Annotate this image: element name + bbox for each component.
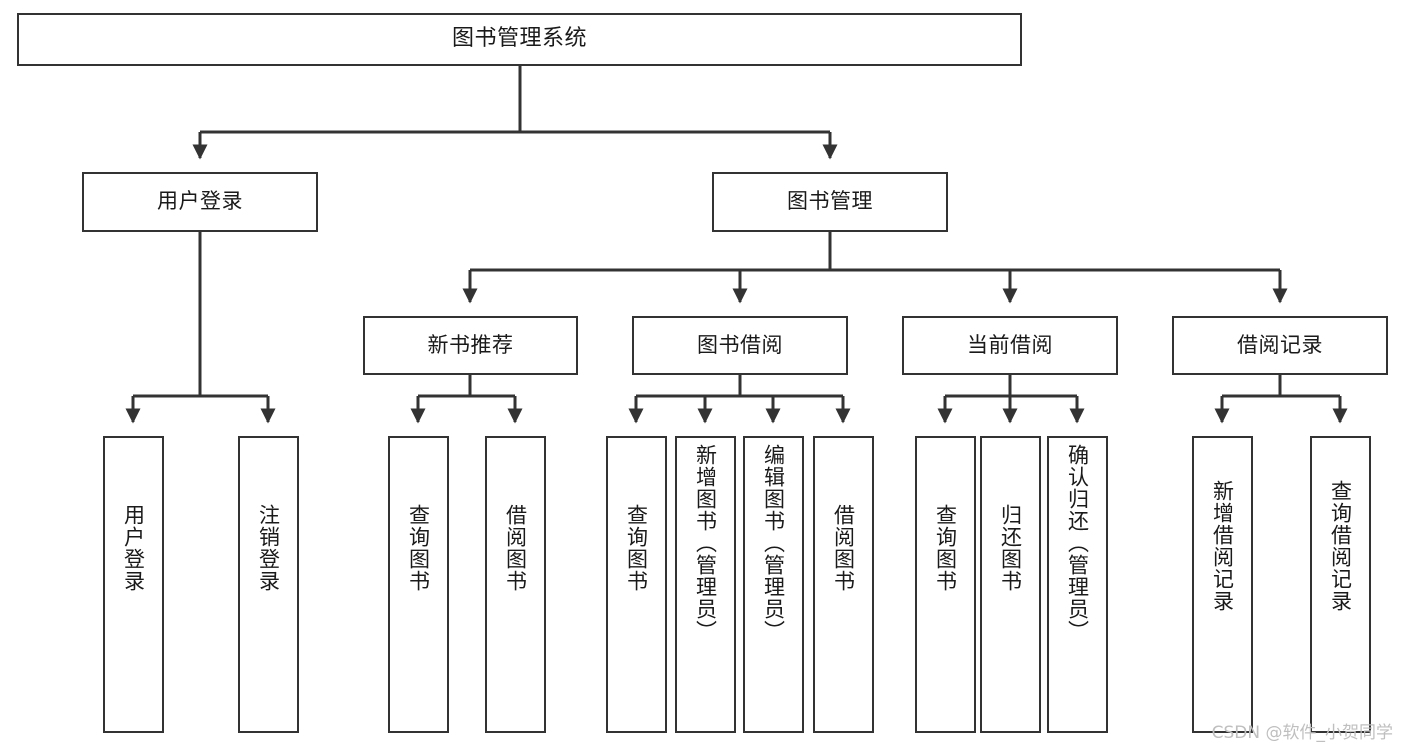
node-label: 查询图书 — [406, 504, 431, 592]
leaf-edit-book-admin[interactable]: 编辑图书（管理员） — [743, 436, 804, 733]
leaf-query-book-recommend[interactable]: 查询图书 — [388, 436, 449, 733]
node-label: 新增图书（管理员） — [693, 444, 718, 642]
leaf-add-book-admin[interactable]: 新增图书（管理员） — [675, 436, 736, 733]
leaf-borrow-book-borrow[interactable]: 借阅图书 — [813, 436, 874, 733]
node-label: 图书管理 — [787, 189, 873, 214]
node-label: 借阅图书 — [831, 504, 856, 592]
node-label: 图书借阅 — [697, 332, 783, 357]
node-current-borrow[interactable]: 当前借阅 — [902, 316, 1118, 375]
node-label: 新书推荐 — [427, 332, 514, 357]
leaf-user-login[interactable]: 用户登录 — [103, 436, 164, 733]
node-label: 图书管理系统 — [451, 26, 587, 52]
node-label: 查询借阅记录 — [1328, 480, 1353, 612]
node-label: 确认归还（管理员） — [1065, 444, 1090, 642]
node-label: 注销登录 — [256, 504, 281, 592]
node-new-book-recommend[interactable]: 新书推荐 — [363, 316, 578, 375]
csdn-watermark: CSDN @软件_小贺同学 — [1211, 723, 1393, 743]
node-label: 用户登录 — [121, 504, 146, 592]
leaf-query-book-current[interactable]: 查询图书 — [915, 436, 976, 733]
node-label: 查询图书 — [933, 504, 958, 592]
node-label: 借阅图书 — [503, 504, 528, 592]
leaf-confirm-return-admin[interactable]: 确认归还（管理员） — [1047, 436, 1108, 733]
leaf-query-book-borrow[interactable]: 查询图书 — [606, 436, 667, 733]
node-label: 新增借阅记录 — [1210, 480, 1235, 612]
node-borrow-record[interactable]: 借阅记录 — [1172, 316, 1388, 375]
node-book-management[interactable]: 图书管理 — [712, 172, 948, 232]
node-label: 用户登录 — [157, 189, 243, 214]
node-label: 归还图书 — [998, 504, 1023, 592]
leaf-query-borrow-record[interactable]: 查询借阅记录 — [1310, 436, 1371, 733]
leaf-borrow-book-recommend[interactable]: 借阅图书 — [485, 436, 546, 733]
leaf-user-logout[interactable]: 注销登录 — [238, 436, 299, 733]
node-root-book-management-system[interactable]: 图书管理系统 — [17, 13, 1022, 66]
node-user-login[interactable]: 用户登录 — [82, 172, 318, 232]
leaf-add-borrow-record[interactable]: 新增借阅记录 — [1192, 436, 1253, 733]
node-label: 编辑图书（管理员） — [761, 444, 786, 642]
node-label: 借阅记录 — [1237, 332, 1323, 357]
node-book-borrow[interactable]: 图书借阅 — [632, 316, 848, 375]
leaf-return-book[interactable]: 归还图书 — [980, 436, 1041, 733]
node-label: 当前借阅 — [967, 332, 1053, 357]
node-label: 查询图书 — [624, 504, 649, 592]
